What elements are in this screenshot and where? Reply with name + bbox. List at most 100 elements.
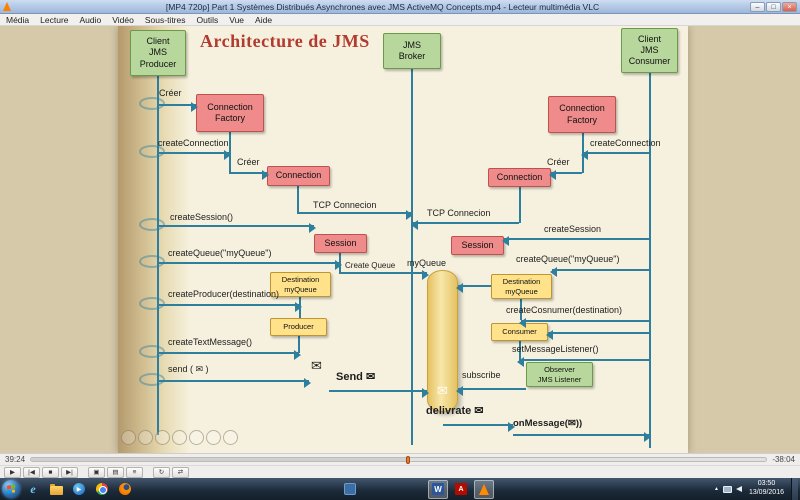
taskbar-item-app[interactable] (340, 480, 360, 499)
arrow-create-text-message (157, 350, 301, 360)
envelope-icon: ✉ (311, 358, 322, 373)
arrow-delivrate (443, 422, 515, 432)
label-send: send ( ✉ ) (168, 364, 209, 374)
fullscreen-button[interactable]: ▣ (88, 466, 105, 478)
menu-item-sous-titres[interactable]: Sous-titres (144, 14, 186, 25)
network-icon[interactable] (722, 485, 732, 493)
arrow-create-connection-right (581, 150, 649, 160)
random-button[interactable]: ⇄ (172, 466, 189, 478)
loop-button[interactable]: ↻ (153, 466, 170, 478)
annotation-tool-icon (155, 430, 170, 445)
box-session-right: Session (451, 236, 504, 255)
next-button[interactable]: ▶| (61, 466, 78, 478)
firefox-icon (119, 483, 131, 495)
seek-knob[interactable] (406, 456, 411, 464)
lifeline-destination-right (520, 299, 522, 320)
menu-bar: Média Lecture Audio Vidéo Sous-titres Ou… (0, 14, 800, 26)
annotation-tool-icon (206, 430, 221, 445)
annotation-tool-icon (223, 430, 238, 445)
system-tray: ▲ 03:50 13/09/2016 (714, 478, 798, 500)
seek-bar[interactable] (30, 456, 768, 464)
show-desktop-button[interactable] (791, 478, 798, 500)
lifeline-connection-right (519, 187, 521, 223)
menu-item-outils[interactable]: Outils (196, 14, 219, 25)
menu-item-media[interactable]: Média (6, 14, 30, 25)
word-icon: W (432, 483, 444, 495)
arrow-create-queue-left (157, 260, 342, 270)
start-button[interactable] (2, 480, 20, 498)
chrome-icon (96, 483, 108, 495)
box-destination-right: Destination myQueue (491, 274, 552, 299)
playlist-button[interactable]: ≡ (126, 466, 143, 478)
taskbar-item-explorer[interactable] (46, 480, 66, 499)
vlc-cone-icon (479, 483, 489, 495)
box-observer-jms-listener: Observer JMS Listener (526, 362, 593, 387)
menu-item-lecture[interactable]: Lecture (40, 14, 69, 25)
play-button[interactable]: ▶ (4, 466, 21, 478)
lifeline-consumer-object (519, 341, 521, 360)
menu-item-aide[interactable]: Aide (255, 14, 273, 25)
arrow-tcp-connection-left (297, 210, 413, 220)
actor-client-jms-producer: Client JMS Producer (130, 30, 186, 76)
swirl-icon (139, 373, 165, 386)
taskbar-clock[interactable]: 03:50 13/09/2016 (746, 480, 787, 498)
swirl-icon (139, 255, 165, 268)
video-area[interactable]: Architecture de JMS Client JMS Producer … (0, 26, 800, 453)
label-create-session-left: createSession() (170, 212, 234, 222)
taskbar-item-firefox[interactable] (115, 480, 135, 499)
swirl-icon (139, 297, 165, 310)
taskbar-item-media-player[interactable]: ▶ (69, 480, 89, 499)
label-create-consumer: createCosnumer(destination) (506, 305, 623, 315)
label-myqueue: myQueue (407, 258, 447, 268)
windows-logo-icon (7, 484, 15, 494)
menu-item-audio[interactable]: Audio (79, 14, 102, 25)
seek-row: 39:24 -38:04 (0, 453, 800, 465)
media-player-icon: ▶ (73, 483, 85, 495)
label-creer-2: Créer (237, 157, 260, 167)
close-button[interactable]: × (782, 1, 797, 12)
annotation-tool-icon (121, 430, 136, 445)
lifeline-producer-object (298, 336, 300, 353)
box-destination-left: Destination myQueue (270, 272, 331, 297)
previous-button[interactable]: |◀ (23, 466, 40, 478)
arrow-creer-connection-left (229, 170, 269, 180)
label-send-bold: Send ✉ (336, 371, 376, 383)
arrow-create-connection-left (157, 150, 231, 160)
menu-item-video[interactable]: Vidéo (112, 14, 134, 25)
arrow-tcp-connection-right (411, 220, 519, 230)
lifeline-connection-left (297, 186, 299, 213)
label-create-queue-right: createQueue("myQueue") (516, 254, 620, 264)
annotation-tool-icon (172, 430, 187, 445)
taskbar-item-chrome[interactable] (92, 480, 112, 499)
box-connection-factory-left: Connection Factory (196, 94, 264, 132)
swirl-icon (139, 218, 165, 231)
slide-title: Architecture de JMS (200, 31, 370, 51)
ie-icon: e (30, 481, 36, 496)
label-set-message-listener: setMessageListener() (512, 344, 599, 354)
arrow-create-session-left (157, 223, 316, 233)
label-create-text-message: createTextMessage() (168, 337, 253, 347)
queue-myqueue: ✉ (427, 270, 458, 412)
taskbar-item-ie[interactable]: e (23, 480, 43, 499)
window-title: [MP4 720p] Part 1 Systèmes Distribués As… (165, 1, 600, 12)
taskbar-item-pdf[interactable]: A (451, 480, 471, 499)
extended-settings-button[interactable]: ▤ (107, 466, 124, 478)
minimize-button[interactable]: – (750, 1, 765, 12)
time-elapsed: 39:24 (5, 455, 26, 464)
label-on-message: onMessage(✉)) (513, 418, 583, 429)
label-creer-right: Créer (547, 157, 570, 167)
taskbar-item-word[interactable]: W (428, 479, 448, 499)
label-delivrate: delivrate ✉ (426, 405, 484, 417)
annotation-tool-icon (138, 430, 153, 445)
volume-icon[interactable] (735, 486, 742, 492)
menu-item-vue[interactable]: Vue (229, 14, 245, 25)
tray-expander-icon[interactable]: ▲ (714, 486, 719, 492)
arrow-on-message (513, 432, 651, 442)
box-connection-factory-right: Connection Factory (548, 96, 616, 133)
taskbar: e ▶ W A ▲ 03:50 13/09/2016 (0, 478, 800, 500)
maximize-button[interactable]: □ (766, 1, 781, 12)
taskbar-item-vlc[interactable] (474, 479, 494, 499)
label-creer-1: Créer (159, 88, 182, 98)
arrow-create-session-right (502, 236, 649, 246)
stop-button[interactable]: ■ (42, 466, 59, 478)
